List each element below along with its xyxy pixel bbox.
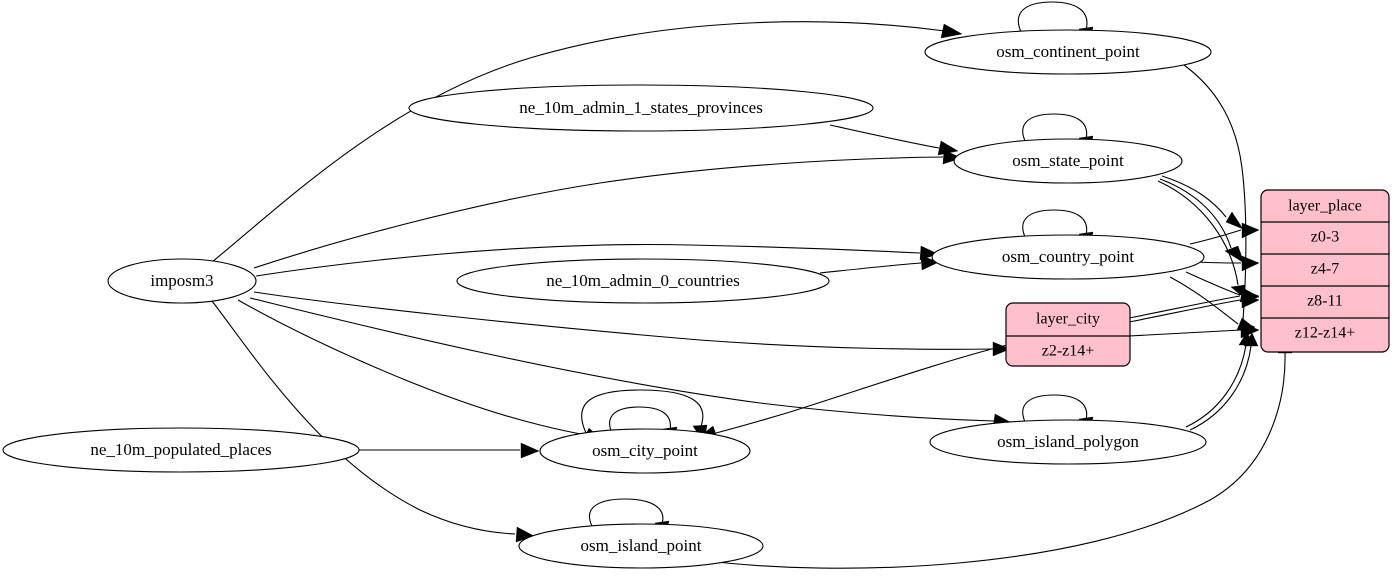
edge-imposm3-to-osm_island_point (211, 300, 535, 543)
record-node-layer_city[interactable]: layer_city z2-z14+ (1005, 302, 1131, 367)
node-layer: imposm3 ne_10m_admin_1_states_provinces … (2, 29, 1212, 569)
edge-imposm3-to-osm_country_point (255, 243, 939, 277)
edge-osm_state_point-to-layer_place-a (1161, 175, 1244, 230)
edge-ne_admin0-to-osm_country_point (819, 255, 940, 274)
node-osm_island_polygon[interactable]: osm_island_polygon (929, 419, 1207, 465)
edge-osm_country_point-to-layer_place-a (1189, 222, 1260, 245)
edge-osm_island_polygon-to-layer_place-b (1189, 332, 1259, 431)
node-imposm3[interactable]: imposm3 (107, 258, 257, 304)
edge-osm_island_polygon-to-layer_place-a (1185, 331, 1254, 428)
edge-imposm3-to-osm_continent_point (211, 21, 963, 263)
edge-imposm3-to-osm_state_point (253, 149, 962, 269)
edge-osm_state_point-to-layer_place-b (1159, 178, 1245, 264)
edge-ne_admin1-to-osm_state_point (829, 124, 959, 156)
edge-imposm3-to-osm_city_point (237, 299, 604, 442)
node-osm_country_point[interactable]: osm_country_point (931, 234, 1205, 280)
edge-layer_city-to-osm_city_point (697, 344, 1008, 441)
node-osm_state_point[interactable]: osm_state_point (953, 138, 1183, 184)
edge-osm_country_point-to-layer_place-b (1197, 255, 1260, 272)
node-ne_10m_populated_places[interactable]: ne_10m_populated_places (2, 427, 360, 473)
edge-osm_state_point-to-layer_place-c (1157, 180, 1246, 298)
node-osm_island_point[interactable]: osm_island_point (518, 523, 764, 569)
node-osm_city_point[interactable]: osm_city_point (539, 428, 751, 474)
node-ne_10m_admin_1_states_provinces[interactable]: ne_10m_admin_1_states_provinces (408, 84, 874, 132)
record-node-layer_place[interactable]: layer_place z0-3 z4-7 z8-11 z12-z14+ (1260, 189, 1390, 353)
node-ne_10m_admin_0_countries[interactable]: ne_10m_admin_0_countries (456, 258, 830, 304)
edge-layer_city-to-layer_place-b (1128, 292, 1260, 323)
edge-ne_places-to-osm_city_point (359, 442, 540, 459)
edge-layer_city-to-layer_place-c (1128, 322, 1260, 339)
node-osm_continent_point[interactable]: osm_continent_point (924, 29, 1212, 75)
